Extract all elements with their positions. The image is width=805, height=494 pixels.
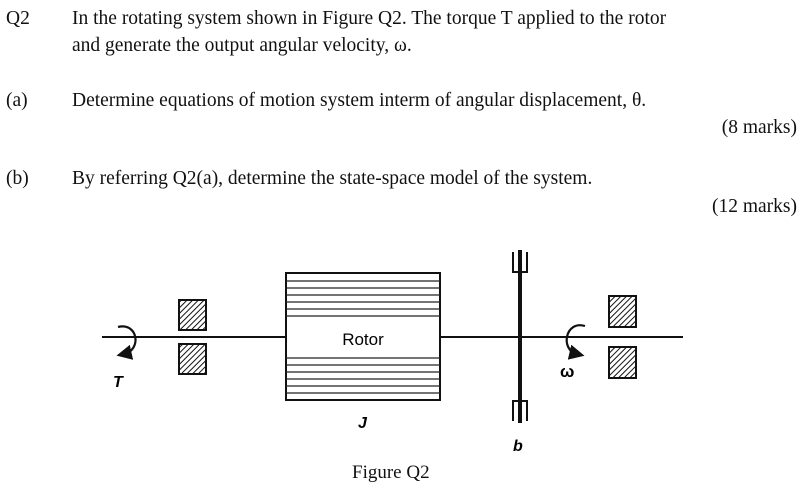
inertia-label: J — [358, 415, 368, 432]
part-b-marks: (12 marks) — [711, 196, 797, 217]
part-b-text: By referring Q2(a), determine the state-… — [72, 168, 593, 189]
part-a-marks: (8 marks) — [721, 117, 797, 138]
question-text-line-2: and generate the output angular velocity… — [72, 35, 412, 56]
omega-label: ω — [560, 362, 574, 381]
left-bearing — [178, 299, 207, 375]
rotor-label: Rotor — [342, 330, 384, 349]
right-bearing — [608, 295, 637, 379]
question-text-line-1: In the rotating system shown in Figure Q… — [72, 8, 667, 29]
torque-arrow — [116, 325, 137, 360]
damper-disk — [512, 250, 528, 423]
torque-label: T — [113, 374, 124, 391]
figure-caption: Figure Q2 — [352, 462, 430, 483]
damper-label: b — [513, 438, 523, 455]
question-number: Q2 — [6, 8, 30, 29]
omega-arrow — [565, 324, 586, 360]
part-b-label: (b) — [6, 168, 29, 189]
rotor — [285, 272, 441, 401]
part-a-label: (a) — [6, 90, 28, 111]
part-a-text: Determine equations of motion system int… — [72, 90, 647, 111]
